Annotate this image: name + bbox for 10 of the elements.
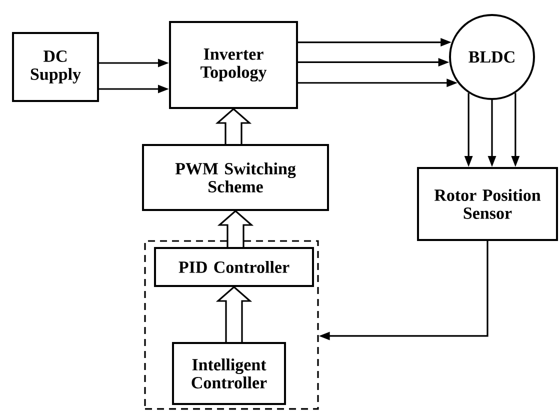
process-box: DC Supply xyxy=(12,32,99,102)
block-arrow xyxy=(215,108,252,145)
dashed-group-box xyxy=(144,240,319,410)
process-box: PWM Switching Scheme xyxy=(142,144,329,211)
process-box: Inverter Topology xyxy=(169,21,298,109)
process-box: Intelligent Controller xyxy=(172,342,286,405)
process-box: PID Controller xyxy=(154,247,314,287)
block-arrow xyxy=(217,210,254,248)
process-box: Rotor Position Sensor xyxy=(417,167,558,241)
block-arrow xyxy=(216,286,252,343)
